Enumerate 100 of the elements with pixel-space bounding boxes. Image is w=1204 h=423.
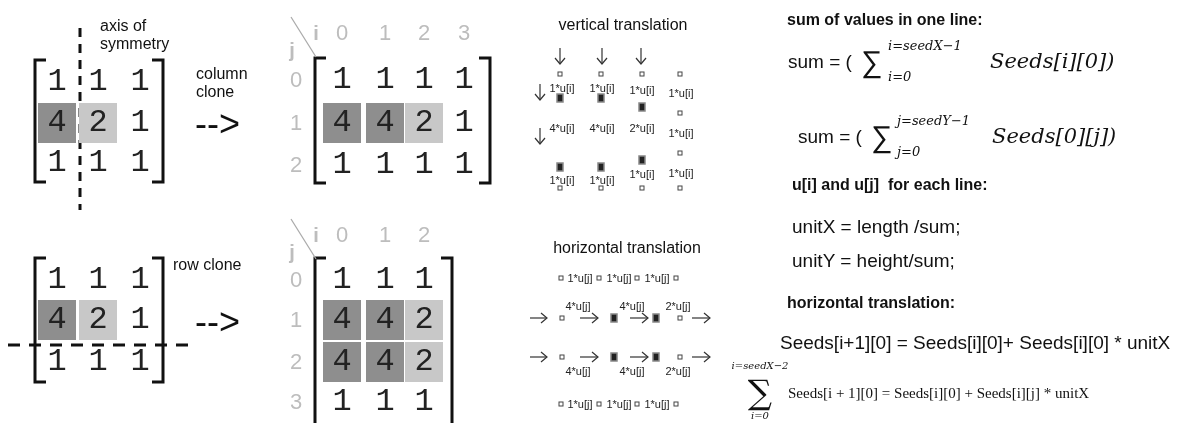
upper-limit: i=seedX−1: [888, 38, 962, 52]
unit-label: 1*u[i]: [668, 87, 694, 99]
unit-label: 1*u[j]: [644, 398, 670, 410]
row-index: 1: [289, 309, 303, 331]
matrix-value: 1: [331, 382, 353, 422]
formula-text: Seeds[i + 1][0] = Seeds[i][0] + Seeds[i][j] * unitX: [788, 385, 1090, 401]
shaded-matrix-value: 4: [323, 300, 361, 340]
matrix-value: 1: [413, 260, 435, 300]
matrix-value: 1: [374, 145, 396, 185]
matrix-value: 1: [413, 382, 435, 422]
unit-label: 1*u[i]: [629, 168, 655, 180]
matrix-value: 1: [46, 342, 68, 382]
unit-label: 1*u[j]: [606, 398, 632, 410]
matrix-value: 1: [87, 143, 109, 183]
shaded-matrix-value: 2: [405, 342, 443, 382]
shaded-matrix-value: 4: [38, 300, 76, 340]
unit-label: 1*u[i]: [668, 127, 694, 139]
shaded-matrix-value: 4: [323, 103, 361, 143]
matrix-value: 1: [129, 260, 151, 300]
column-index: 1: [378, 22, 392, 44]
formula-text: Seeds[i+1][0] = Seeds[i][0]+ Seeds[i][0] * unitX: [780, 332, 1171, 352]
unit-label: 1*u[i]: [589, 82, 615, 94]
unit-label: 1*u[i]: [629, 84, 655, 96]
axis-label: i: [313, 225, 319, 245]
shaded-matrix-value: 4: [323, 342, 361, 382]
unit-label: 4*u[j]: [565, 365, 591, 377]
shaded-matrix-value: 4: [366, 342, 404, 382]
matrix-value: 1: [129, 143, 151, 183]
matrix-value: 1: [453, 60, 475, 100]
unit-label: 4*u[j]: [619, 300, 645, 312]
matrix-value: 1: [46, 62, 68, 102]
clone-caption: row clone: [173, 257, 242, 273]
matrix-value: 1: [331, 145, 353, 185]
matrix-value: 1: [87, 260, 109, 300]
row-index: 2: [289, 154, 303, 176]
axis-label: i: [313, 23, 319, 43]
matrix-value: 1: [374, 260, 396, 300]
column-index: 2: [417, 224, 431, 246]
section-heading: sum of values in one line:: [787, 12, 983, 28]
lower-limit: i=0: [888, 69, 912, 83]
matrix-value: 1: [87, 62, 109, 102]
section-heading: horizontal translation:: [787, 295, 955, 311]
sum-sign: ∑: [861, 47, 883, 77]
formula-text: sum = (: [798, 126, 862, 146]
shaded-matrix-value: 2: [405, 103, 443, 143]
column-index: 1: [378, 224, 392, 246]
shaded-matrix-value: 4: [366, 300, 404, 340]
sum-sign: ∑: [871, 122, 893, 152]
formula-text: Seeds[i][0]): [990, 50, 1115, 72]
lower-limit: i=0: [751, 411, 769, 421]
axis-label: j: [289, 242, 295, 262]
unit-label: 4*u[j]: [619, 365, 645, 377]
section-title: vertical translation: [558, 17, 688, 33]
matrix-value: 1: [331, 60, 353, 100]
unit-label: 1*u[i]: [549, 174, 575, 186]
formula-text: unitX = length /sum;: [792, 216, 961, 236]
upper-limit: i=seedX−2: [731, 361, 789, 371]
axis-caption: axis of symmetry: [100, 17, 171, 53]
matrix-value: 1: [46, 260, 68, 300]
column-index: 2: [417, 22, 431, 44]
unit-label: 1*u[i]: [668, 167, 694, 179]
section-heading: u[i] and u[j] for each line:: [792, 177, 988, 193]
formula-text: Seeds[0][j]): [992, 125, 1117, 147]
shaded-matrix-value: 2: [79, 103, 117, 143]
matrix-value: 1: [413, 60, 435, 100]
unit-label: 1*u[i]: [549, 82, 575, 94]
clone-arrow: -->: [195, 304, 240, 340]
row-index: 1: [289, 112, 303, 134]
shaded-matrix-value: 4: [38, 103, 76, 143]
unit-label: 1*u[j]: [644, 272, 670, 284]
matrix-value: 1: [374, 60, 396, 100]
shaded-matrix-value: 2: [79, 300, 117, 340]
matrix-value: 1: [331, 260, 353, 300]
unit-label: 2*u[i]: [629, 122, 655, 134]
sum-sign: ∑: [747, 375, 773, 409]
formula-text: sum = (: [788, 51, 852, 71]
matrix-value: 1: [129, 342, 151, 382]
column-index: 0: [335, 224, 349, 246]
matrix-value: 1: [129, 62, 151, 102]
shaded-matrix-value: 2: [405, 300, 443, 340]
column-index: 3: [457, 22, 471, 44]
unit-label: 1*u[j]: [567, 272, 593, 284]
shaded-matrix-value: 4: [366, 103, 404, 143]
matrix-value: 1: [129, 103, 151, 143]
unit-label: 2*u[j]: [665, 300, 691, 312]
matrix-value: 1: [374, 382, 396, 422]
clone-arrow: -->: [195, 106, 240, 142]
row-index: 2: [289, 351, 303, 373]
formula-text: unitY = height/sum;: [792, 250, 955, 270]
unit-label: 1*u[i]: [589, 174, 615, 186]
unit-label: 4*u[j]: [565, 300, 591, 312]
matrix-value: 1: [87, 342, 109, 382]
matrix-value: 1: [453, 103, 475, 143]
matrix-value: 1: [413, 145, 435, 185]
unit-label: 1*u[j]: [567, 398, 593, 410]
row-index: 0: [289, 269, 303, 291]
unit-label: 4*u[i]: [589, 122, 615, 134]
column-index: 0: [335, 22, 349, 44]
axis-label: j: [289, 40, 295, 60]
clone-caption: column clone: [196, 65, 249, 101]
